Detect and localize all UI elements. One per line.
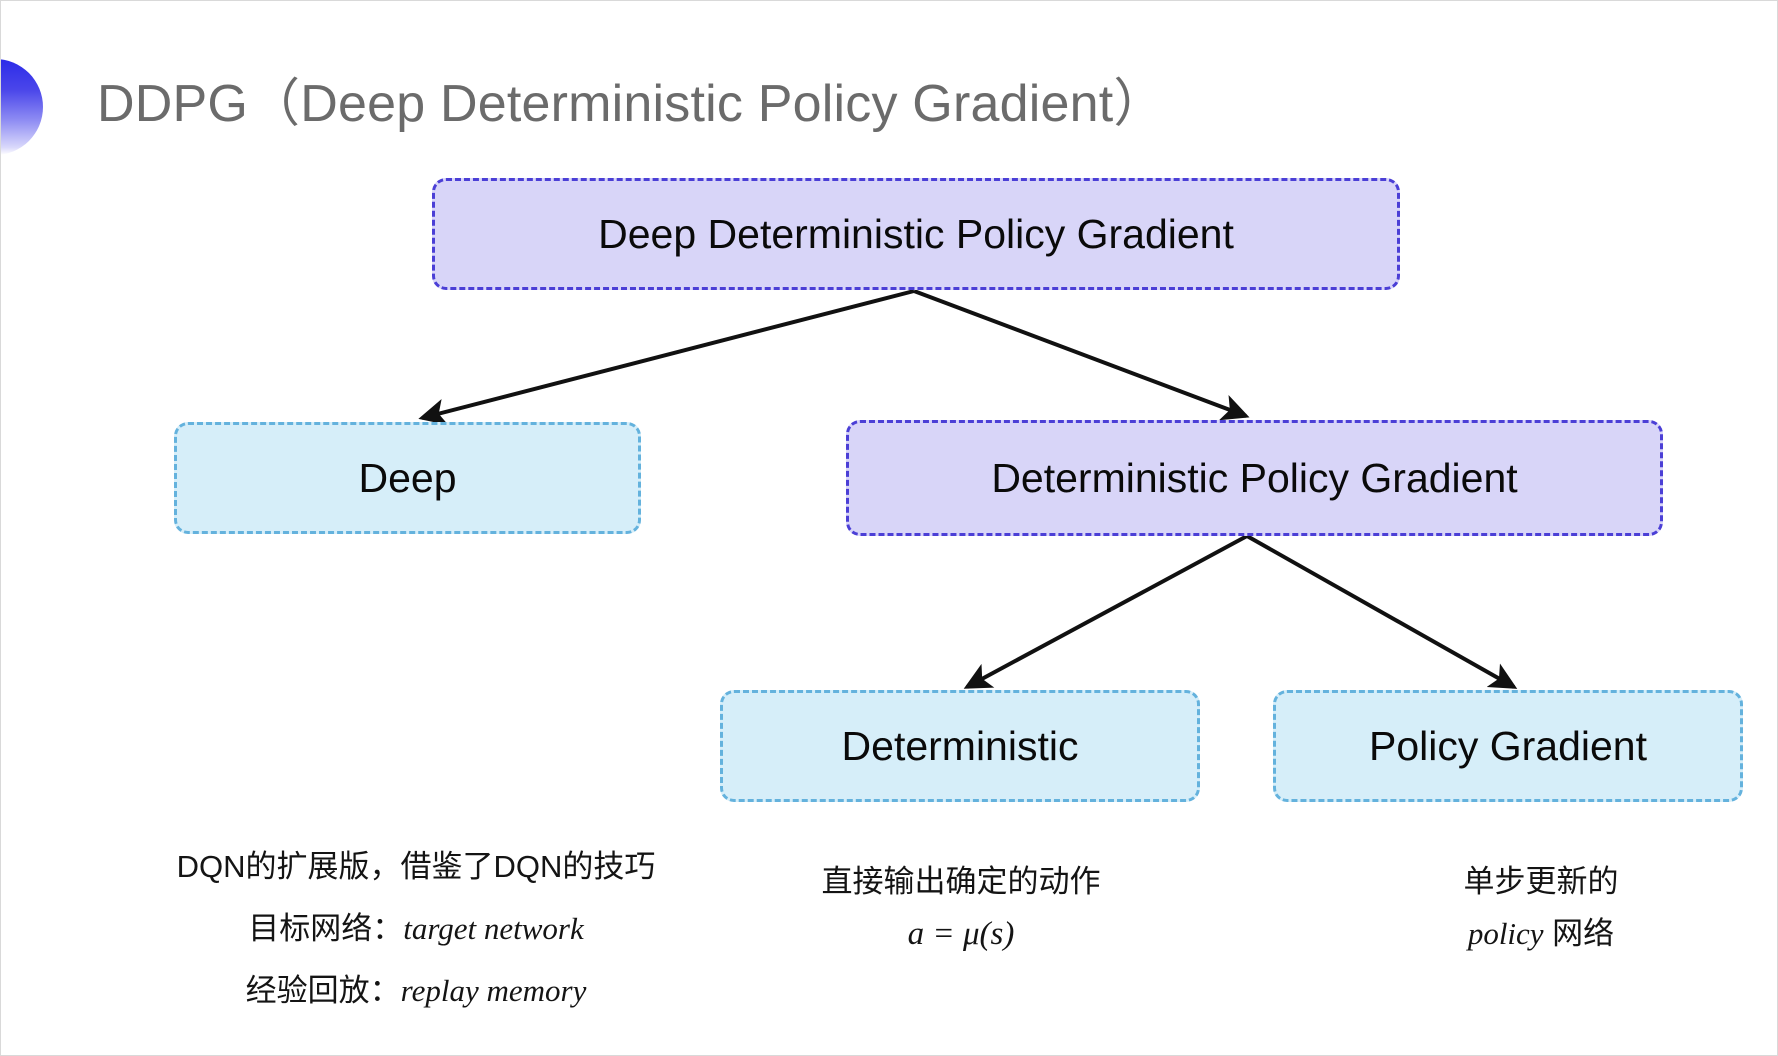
page-title: DDPG（Deep Deterministic Policy Gradient） xyxy=(97,75,1166,133)
annotation-deep-line1: DQN的扩展版，借鉴了DQN的技巧 xyxy=(176,849,656,884)
edge-root-to-dpg xyxy=(913,289,1250,421)
node-policy-gradient-label: Policy Gradient xyxy=(1368,722,1647,769)
node-deterministic-policy-gradient[interactable]: Deterministic Policy Gradient xyxy=(846,420,1663,536)
annotation-deep: DQN的扩展版，借鉴了DQN的技巧 目标网络：target network 经验… xyxy=(151,836,681,1022)
annotation-policy-gradient: 单步更新的 policy 网络 xyxy=(1391,856,1691,960)
annotation-deep-line3-label: 经验回放： xyxy=(245,973,401,1008)
annotation-policy-gradient-term: policy xyxy=(1467,916,1544,951)
node-policy-gradient[interactable]: Policy Gradient xyxy=(1273,690,1743,802)
node-deep-label: Deep xyxy=(358,454,457,501)
node-deep[interactable]: Deep xyxy=(174,422,641,534)
annotation-policy-gradient-line2: policy 网络 xyxy=(1391,908,1691,960)
node-root[interactable]: Deep Deterministic Policy Gradient xyxy=(432,178,1400,290)
edge-root-to-deep xyxy=(418,289,915,426)
annotation-deterministic: 直接输出确定的动作 a = μ(s) xyxy=(791,856,1131,960)
node-deterministic[interactable]: Deterministic xyxy=(720,690,1200,802)
annotation-policy-gradient-line1: 单步更新的 xyxy=(1463,864,1619,899)
edge-dpg-to-deterministic xyxy=(963,534,1248,689)
annotation-deep-line3-term: replay memory xyxy=(400,973,587,1008)
annotation-policy-gradient-suffix: 网络 xyxy=(1543,916,1615,951)
annotation-deep-line2-label: 目标网络： xyxy=(248,911,404,946)
node-deterministic-label: Deterministic xyxy=(841,722,1079,769)
annotation-deterministic-formula: a = μ(s) xyxy=(907,916,1015,952)
annotation-deterministic-line1: 直接输出确定的动作 xyxy=(821,864,1101,899)
edge-dpg-to-policy-gradient xyxy=(1246,534,1518,689)
node-dpg-label: Deterministic Policy Gradient xyxy=(991,454,1518,501)
node-root-label: Deep Deterministic Policy Gradient xyxy=(598,210,1234,257)
annotation-deep-line3: 经验回放：replay memory xyxy=(151,960,681,1022)
annotation-deep-line2-term: target network xyxy=(403,911,584,946)
annotation-deep-line2: 目标网络：target network xyxy=(151,898,681,960)
